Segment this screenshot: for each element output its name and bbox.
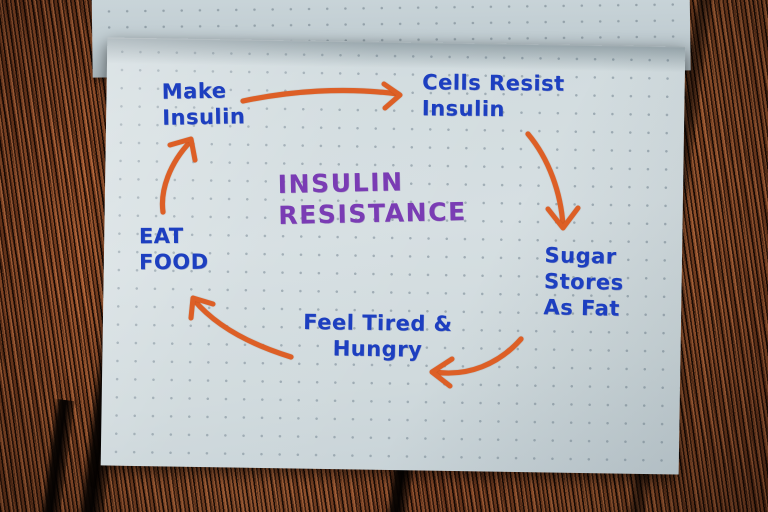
node-feel-tired-and-hungry: Feel Tired & Hungry (303, 309, 453, 362)
diagram-title-line2: RESISTANCE (278, 197, 468, 230)
diagram-title-line1: INSULIN (277, 167, 404, 199)
node-cells-resist-insulin: Cells Resist Insulin (421, 70, 565, 122)
node-make-insulin: Make Insulin (161, 78, 246, 130)
diagram-title: INSULIN RESISTANCE (277, 165, 467, 231)
node-sugar-stores-as-fat: Sugar Stores As Fat (543, 243, 624, 321)
node-eat-food: EAT FOOD (138, 223, 209, 275)
